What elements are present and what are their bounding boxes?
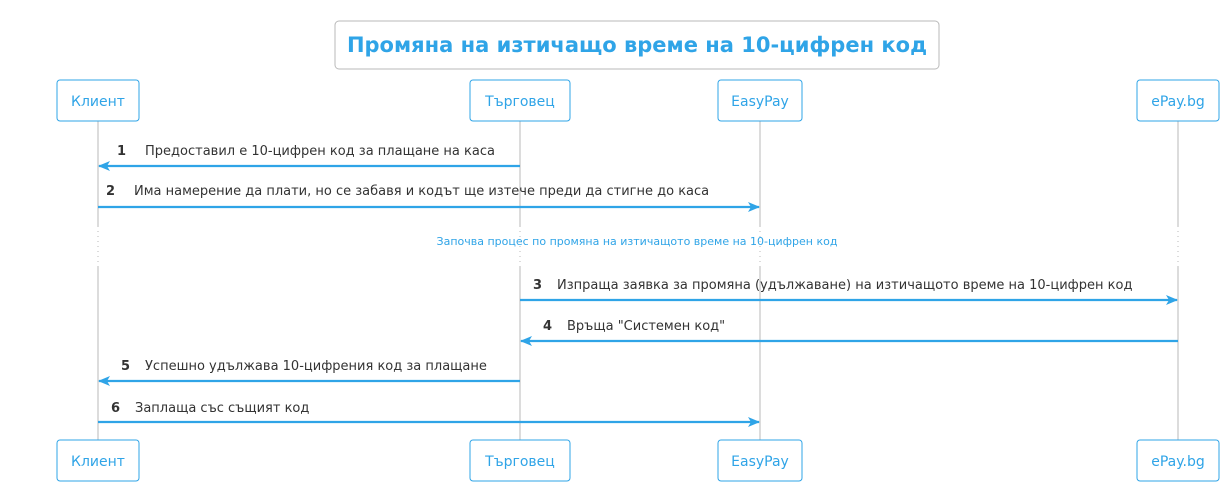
participant-box [56, 439, 140, 482]
message-text: Връща "Системен код" [567, 319, 725, 334]
participant-label: EasyPay [731, 454, 789, 470]
participant-label: EasyPay [731, 94, 789, 110]
message-4: 4 Връща "Системен код" [520, 319, 1178, 346]
message-text: Успешно удължава 10-цифрения код за плащ… [145, 359, 487, 374]
message-number: 5 [121, 359, 130, 374]
participant-box [717, 79, 803, 122]
participant-easypay-bottom: EasyPay [717, 439, 803, 482]
message-text: Изпраща заявка за промяна (удължаване) н… [557, 278, 1132, 293]
participant-box [1136, 79, 1220, 122]
participant-epay-bottom: ePay.bg [1136, 439, 1220, 482]
participant-merchant-top: Търговец [469, 79, 571, 122]
participant-label: ePay.bg [1151, 94, 1205, 110]
participant-label: Клиент [71, 94, 125, 110]
message-5: 5 Успешно удължава 10-цифрения код за пл… [98, 359, 520, 386]
message-text: Има намерение да плати, но се забавя и к… [134, 184, 709, 199]
message-number: 1 [117, 144, 126, 159]
message-text: Предоставил е 10-цифрен код за плащане н… [145, 144, 495, 159]
participant-epay-top: ePay.bg [1136, 79, 1220, 122]
participant-box [56, 79, 140, 122]
diagram-title: Промяна на изтичащо време на 10-цифрен к… [334, 20, 940, 70]
process-divider: Започва процес по промяна на изтичащото … [437, 235, 838, 248]
participant-box [1136, 439, 1220, 482]
message-number: 4 [543, 319, 552, 334]
message-3: 3 Изпраща заявка за промяна (удължаване)… [520, 278, 1178, 305]
participant-box [469, 439, 571, 482]
message-6: 6 Заплаща със същият код [98, 401, 760, 427]
participant-label: Търговец [484, 94, 555, 110]
message-number: 3 [533, 278, 542, 293]
participant-merchant-bottom: Търговец [469, 439, 571, 482]
participant-easypay-top: EasyPay [717, 79, 803, 122]
message-text: Заплаща със същият код [135, 401, 309, 416]
participant-label: Търговец [484, 454, 555, 470]
participant-client-bottom: Клиент [56, 439, 140, 482]
title-text: Промяна на изтичащо време на 10-цифрен к… [347, 33, 927, 57]
participant-box [717, 439, 803, 482]
message-2: 2 Има намерение да плати, но се забавя и… [98, 184, 760, 212]
divider-text: Започва процес по промяна на изтичащото … [437, 235, 838, 248]
message-number: 6 [111, 401, 120, 416]
participant-box [469, 79, 571, 122]
title-frame [334, 20, 940, 70]
participant-label: ePay.bg [1151, 454, 1205, 470]
participant-label: Клиент [71, 454, 125, 470]
participant-client-top: Клиент [56, 79, 140, 122]
message-number: 2 [106, 184, 115, 199]
message-1: 1 Предоставил е 10-цифрен код за плащане… [98, 144, 520, 171]
lifelines [97, 121, 1179, 440]
